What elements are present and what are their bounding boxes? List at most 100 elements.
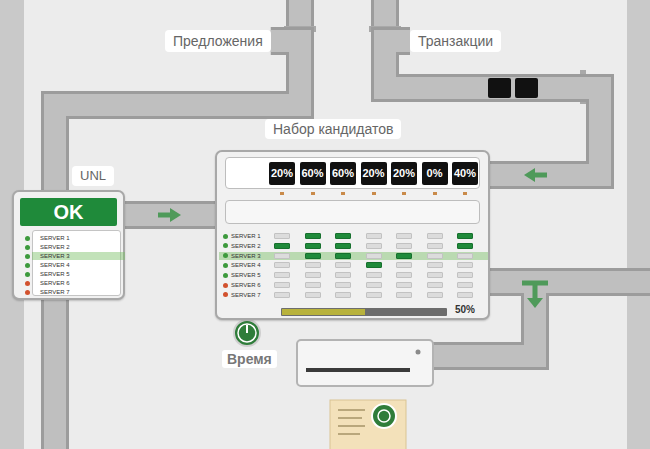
timer-clock	[238, 324, 256, 342]
vote-cell	[366, 282, 382, 288]
vote-cell	[335, 292, 351, 298]
vote-cell	[427, 233, 443, 239]
pipe	[44, 298, 66, 449]
pipe-label: Предложения	[165, 30, 271, 52]
vote-cell	[457, 243, 473, 249]
vote-cell	[366, 253, 382, 259]
vote-cell	[274, 253, 290, 259]
vote-cell	[427, 292, 443, 298]
vote-cell	[457, 282, 473, 288]
flow-arrow	[533, 173, 547, 178]
status-dot	[25, 245, 30, 250]
status-dot	[223, 283, 228, 288]
server-name: SERVER 7	[40, 288, 70, 296]
vote-cell	[396, 272, 412, 278]
vote-cell	[274, 243, 290, 249]
percent-value: 0%	[422, 162, 448, 185]
node-text: 50%	[455, 304, 475, 315]
server-name: SERVER 3	[40, 252, 70, 260]
status-dot	[25, 272, 30, 277]
empty-panel	[225, 200, 480, 224]
vote-cell	[396, 253, 412, 259]
node-text: OK	[20, 198, 117, 226]
vote-cell	[274, 272, 290, 278]
vote-cell	[274, 282, 290, 288]
ledger-document	[330, 400, 406, 449]
node-text: Транзакции	[418, 33, 493, 49]
status-dot	[25, 290, 30, 295]
timer-label: Время	[222, 350, 277, 368]
tick	[402, 192, 406, 195]
split-arrow	[522, 283, 548, 300]
pipe	[488, 271, 650, 293]
vote-cell	[305, 243, 321, 249]
pipe	[488, 268, 650, 296]
vote-cell	[366, 262, 382, 268]
server-name: SERVER 5	[231, 271, 261, 279]
transaction-block	[488, 78, 511, 98]
server-name: SERVER 4	[231, 261, 261, 269]
vote-cell	[305, 253, 321, 259]
vote-cell	[396, 282, 412, 288]
node-text: Предложения	[173, 33, 263, 49]
vote-cell	[335, 233, 351, 239]
vote-cell	[305, 233, 321, 239]
server-name: SERVER 2	[40, 243, 70, 251]
percent-value: 60%	[330, 162, 356, 185]
vote-cell	[457, 292, 473, 298]
node-text: Набор кандидатов	[265, 119, 401, 139]
percent-value: 40%	[452, 162, 478, 185]
timer-hand	[246, 325, 248, 333]
ledger-slot	[306, 368, 410, 372]
vote-cell	[396, 233, 412, 239]
vote-cell	[274, 233, 290, 239]
tick	[341, 192, 345, 195]
status-dot	[223, 273, 228, 278]
vote-cell	[366, 292, 382, 298]
vote-cell	[457, 262, 473, 268]
tick	[372, 192, 376, 195]
vote-cell	[335, 253, 351, 259]
server-name: SERVER 4	[40, 261, 70, 269]
unl-box: UNLOKSERVER 1SERVER 2SERVER 3SERVER 4SER…	[12, 190, 125, 300]
server-name: SERVER 1	[231, 232, 261, 240]
node-text: UNL	[72, 166, 114, 186]
vote-cell	[335, 282, 351, 288]
vote-cell	[457, 272, 473, 278]
vote-cell	[335, 272, 351, 278]
vote-cell	[427, 272, 443, 278]
percent-value: 20%	[269, 162, 295, 185]
percent-value: 20%	[361, 162, 387, 185]
server-name: SERVER 6	[40, 279, 70, 287]
vote-cell	[274, 262, 290, 268]
vote-cell	[366, 233, 382, 239]
split-arrow	[527, 298, 543, 308]
vote-cell	[335, 243, 351, 249]
status-dot	[223, 263, 228, 268]
status-dot	[25, 236, 30, 241]
progress-fill	[282, 309, 365, 315]
vote-cell	[396, 292, 412, 298]
vote-cell	[457, 253, 473, 259]
timer-clock	[234, 320, 260, 346]
document-seal	[372, 404, 396, 428]
vote-cell	[305, 292, 321, 298]
document-seal	[378, 410, 390, 422]
pipe-connector	[125, 208, 215, 222]
percent-value: 20%	[391, 162, 417, 185]
status-dot	[25, 254, 30, 259]
pipe-body	[125, 204, 215, 226]
server-name: SERVER 1	[40, 234, 70, 242]
vote-cell	[457, 233, 473, 239]
status-dot	[223, 292, 228, 297]
pipe-outline	[125, 201, 215, 229]
vote-cell	[427, 262, 443, 268]
vote-cell	[305, 262, 321, 268]
vote-cell	[427, 282, 443, 288]
server-name: SERVER 6	[231, 281, 261, 289]
pipe	[41, 298, 69, 449]
vote-cell	[427, 243, 443, 249]
tick	[280, 192, 284, 195]
